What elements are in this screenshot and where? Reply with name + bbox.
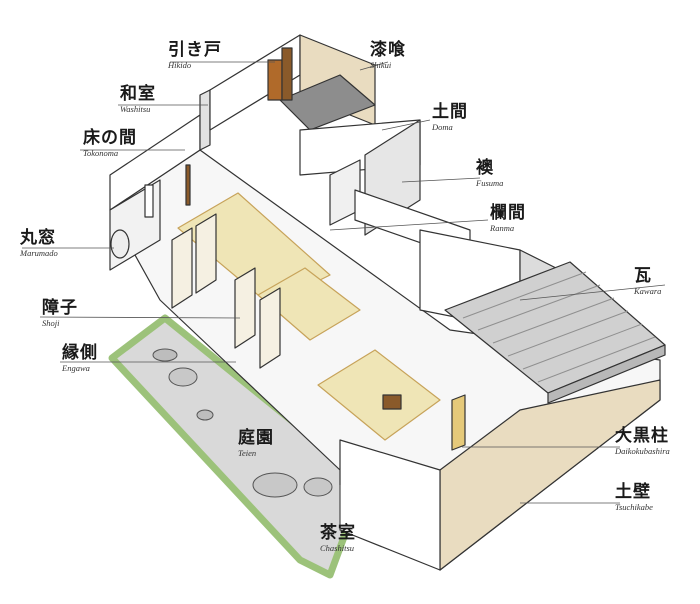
label-fusuma-en: Fusuma (476, 178, 504, 188)
label-ranma-jp: 欄間 (490, 203, 526, 223)
label-ranma: 欄間 Ranma (490, 205, 526, 233)
label-teien: 庭園 Teien (238, 430, 274, 458)
tatami-room-3 (317, 349, 441, 441)
label-kawara-jp: 瓦 (634, 266, 652, 286)
wall-washitsu (199, 89, 211, 151)
leader-lines (22, 61, 666, 530)
label-ranma-en: Ranma (490, 223, 515, 233)
label-engawa: 縁側 Engawa (62, 345, 98, 373)
label-shoji: 障子 Shoji (42, 300, 78, 328)
label-tokonoma-en: Tokonoma (83, 148, 119, 158)
label-shoji-en: Shoji (42, 318, 60, 328)
label-doma-jp: 土間 (432, 102, 468, 122)
label-daikokubashira-jp: 大黒柱 (615, 426, 669, 446)
label-daikokubashira-en: Daikokubashira (615, 446, 670, 456)
label-chashitsu-en: Chashitsu (320, 543, 355, 553)
tokonoma-post (185, 164, 191, 206)
hikido-door (267, 59, 283, 101)
label-shikui: 漆喰 Shikui (370, 42, 406, 70)
shoji-screens (171, 213, 281, 369)
hikido-door-frame (281, 47, 293, 101)
label-tsuchikabe-en: Tsuchikabe (615, 502, 653, 512)
label-tsuchikabe-jp: 土壁 (615, 482, 651, 502)
label-teien-en: Teien (238, 448, 257, 458)
label-chashitsu: 茶室 Chashitsu (320, 525, 356, 553)
marumado-window (110, 229, 130, 259)
label-washitsu-jp: 和室 (120, 84, 156, 104)
label-kawara-en: Kawara (634, 286, 662, 296)
label-engawa-jp: 縁側 (62, 343, 98, 363)
label-doma: 土間 Doma (432, 104, 468, 132)
label-shikui-jp: 漆喰 (370, 40, 406, 60)
daikokubashira (451, 394, 466, 451)
label-washitsu-en: Washitsu (120, 104, 151, 114)
label-shoji-jp: 障子 (42, 298, 78, 318)
label-marumado-en: Marumado (20, 248, 58, 258)
shikui-floor (279, 74, 376, 131)
label-washitsu: 和室 Washitsu (120, 86, 156, 114)
tatami-room-2 (257, 267, 361, 341)
label-chashitsu-jp: 茶室 (320, 523, 356, 543)
label-fusuma-jp: 襖 (476, 158, 494, 178)
label-doma-en: Doma (432, 122, 453, 132)
label-teien-jp: 庭園 (238, 428, 274, 448)
tokonoma-scroll (144, 184, 154, 218)
label-marumado-jp: 丸窓 (20, 228, 56, 248)
kawara-roof-edge (547, 344, 666, 404)
label-hikido-en: Hikido (168, 60, 192, 70)
label-daikokubashira: 大黒柱 Daikokubashira (615, 428, 670, 456)
label-tokonoma: 床の間 Tokonoma (83, 130, 137, 158)
label-tokonoma-jp: 床の間 (83, 128, 137, 148)
label-engawa-en: Engawa (62, 363, 90, 373)
label-marumado: 丸窓 Marumado (20, 230, 58, 258)
label-fusuma: 襖 Fusuma (476, 160, 503, 188)
hearth (382, 394, 402, 410)
label-hikido: 引き戸 Hikido (168, 42, 222, 70)
label-kawara: 瓦 Kawara (634, 268, 661, 296)
garden-stones (152, 348, 333, 498)
label-shikui-en: Shikui (370, 60, 392, 70)
label-hikido-jp: 引き戸 (168, 40, 222, 60)
label-tsuchikabe: 土壁 Tsuchikabe (615, 484, 653, 512)
kawara-tile-rows (462, 271, 656, 383)
